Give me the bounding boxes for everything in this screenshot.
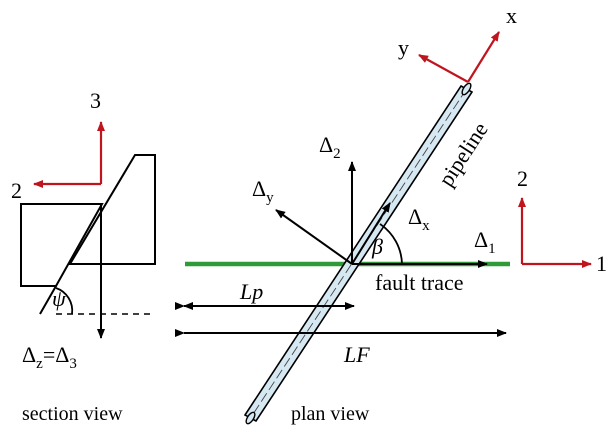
section-fault-extension — [39, 285, 57, 315]
section-axis-3-label: 3 — [90, 88, 101, 113]
fault-trace-label: fault trace — [375, 270, 464, 295]
lf-label: LF — [343, 342, 370, 367]
plan-view-caption: plan view — [291, 403, 370, 425]
delta-2-symbol: Δ — [319, 132, 333, 157]
delta-x-arrow — [351, 202, 391, 265]
psi-label: ψ — [52, 286, 66, 311]
delta-y-arrow — [275, 209, 353, 265]
equals-sign: = — [43, 342, 55, 367]
delta-z-subscript: z — [36, 356, 43, 372]
plan-axis-2-label: 2 — [517, 166, 528, 191]
pipe-axis-y-label: y — [398, 35, 409, 60]
plan-axis-1-label: 1 — [596, 251, 607, 276]
psi-angle-arc — [55, 287, 74, 315]
section-view-caption: section view — [22, 403, 123, 425]
delta-x-symbol: Δ — [408, 204, 422, 229]
delta-2-label: Δ2 — [319, 132, 341, 162]
delta-x-label: Δx — [408, 204, 430, 234]
section-view — [20, 121, 156, 339]
delta-1-subscript: 1 — [488, 241, 496, 257]
plan-view — [175, 31, 592, 425]
section-axis-2-label: 2 — [11, 178, 22, 203]
delta-x-subscript: x — [422, 218, 430, 234]
pipe-axis-x-arrow — [467, 31, 500, 83]
section-right-block — [68, 154, 156, 265]
beta-label: β — [371, 234, 383, 259]
delta-1-label: Δ1 — [474, 227, 496, 257]
lp-label: Lp — [239, 279, 263, 304]
pipe-axis-x-label: x — [506, 3, 517, 28]
delta-z-symbol: Δ — [22, 342, 36, 367]
delta-3-subscript: 3 — [69, 356, 77, 372]
delta-3-symbol: Δ — [55, 342, 69, 367]
delta-1-symbol: Δ — [474, 227, 488, 252]
delta-y-subscript: y — [266, 190, 274, 206]
delta-z-equals-delta-3-label: Δz=Δ3 — [22, 342, 77, 372]
delta-y-label: Δy — [252, 176, 274, 206]
section-left-block — [20, 203, 104, 287]
delta-y-symbol: Δ — [252, 176, 266, 201]
pipe-axis-y-arrow — [418, 54, 469, 83]
delta-2-subscript: 2 — [333, 146, 341, 162]
beta-angle-arc — [379, 223, 403, 265]
